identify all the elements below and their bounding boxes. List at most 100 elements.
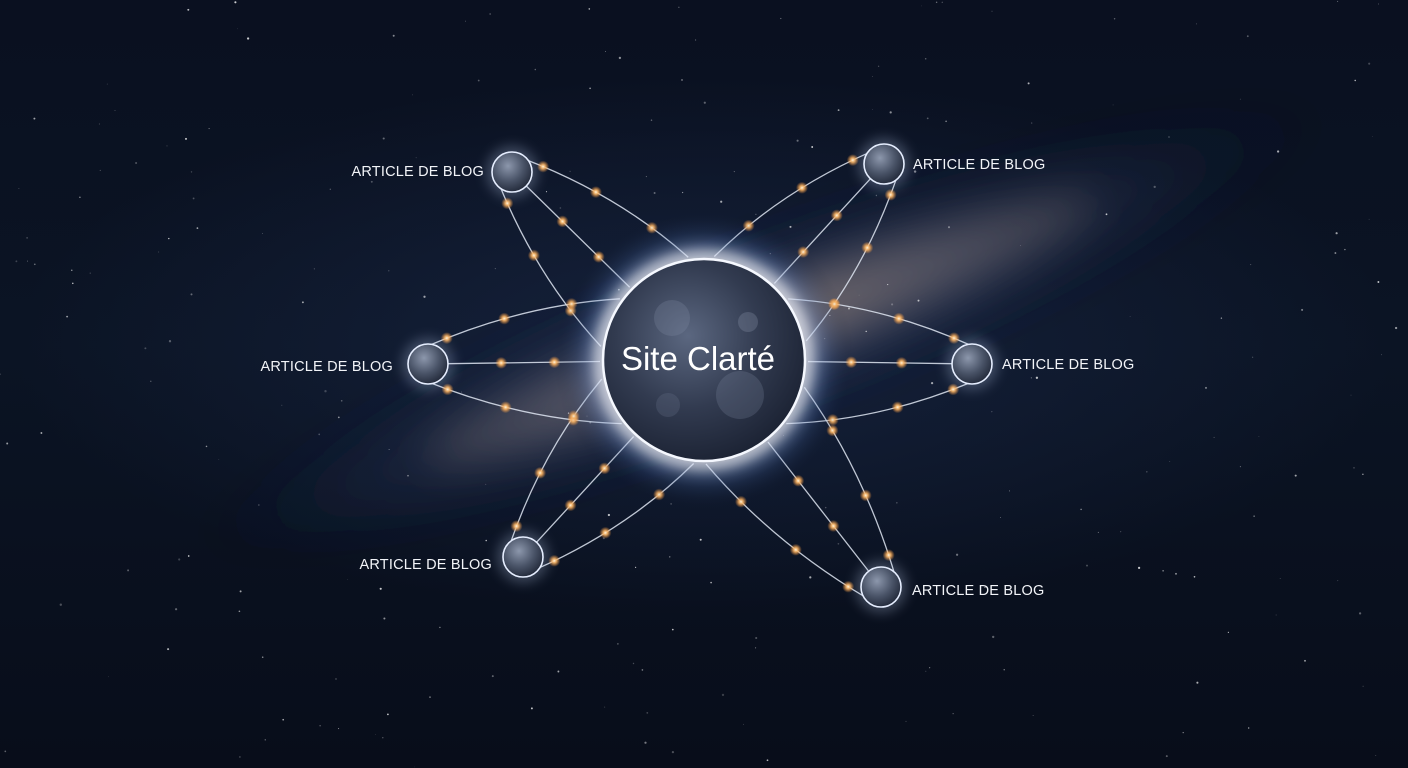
signal-dot [499, 401, 512, 414]
article-node-middle-right[interactable]: ARTICLE DE BLOG [946, 338, 1134, 390]
star [811, 146, 814, 148]
signal-dot [556, 215, 569, 228]
star [1165, 755, 1168, 758]
star [262, 233, 263, 234]
star [653, 192, 656, 194]
star [650, 119, 653, 121]
signal-dot [891, 401, 904, 414]
star [184, 137, 188, 140]
article-nodes: ARTICLE DE BLOG ARTICLE DE BLOG ARTICLE … [261, 138, 1134, 613]
article-node-bottom-left[interactable]: ARTICLE DE BLOG [360, 531, 549, 583]
star [218, 459, 220, 460]
star [607, 513, 611, 517]
signal-dot [789, 543, 802, 556]
star [234, 1, 237, 4]
article-label: ARTICLE DE BLOG [352, 164, 484, 180]
star [1204, 386, 1208, 389]
star [743, 723, 744, 725]
article-label: ARTICLE DE BLOG [360, 557, 492, 573]
star [877, 65, 880, 67]
star [889, 111, 892, 114]
star [858, 294, 860, 296]
star [952, 713, 954, 715]
star [1239, 466, 1241, 468]
star [1112, 104, 1114, 106]
star [703, 101, 706, 104]
star [917, 299, 920, 302]
star [79, 196, 81, 198]
star [721, 693, 725, 697]
star [699, 538, 702, 541]
star [991, 10, 993, 12]
star [1350, 394, 1352, 396]
star [557, 670, 560, 673]
star [632, 662, 635, 665]
star [809, 576, 812, 579]
star [461, 391, 462, 393]
star [106, 83, 108, 85]
star [926, 117, 929, 120]
star [604, 706, 606, 708]
star [1239, 98, 1241, 100]
signal-dot [827, 520, 840, 532]
star [1381, 354, 1382, 356]
star [491, 675, 494, 678]
star [1253, 515, 1255, 517]
star [789, 225, 792, 228]
star [329, 188, 331, 190]
star [545, 191, 548, 193]
article-node-middle-left[interactable]: ARTICLE DE BLOG [261, 338, 454, 390]
star [1258, 436, 1260, 437]
star [865, 330, 867, 333]
star [924, 58, 927, 60]
article-node-bottom-right[interactable]: ARTICLE DE BLOG [855, 561, 1044, 613]
star [205, 445, 208, 448]
moon-sphere-icon [502, 536, 544, 578]
star [1169, 461, 1171, 462]
star [1337, 0, 1339, 2]
signal-dot [440, 332, 453, 345]
star [991, 411, 993, 413]
star [913, 170, 917, 173]
star [935, 1, 938, 4]
star [766, 759, 769, 762]
star [347, 579, 349, 580]
star [59, 603, 62, 606]
star [66, 315, 69, 318]
signal-dot [796, 181, 808, 194]
star [337, 416, 340, 419]
star [1344, 248, 1346, 251]
star [1377, 281, 1380, 283]
star [1353, 467, 1355, 469]
star [168, 340, 172, 343]
star [646, 712, 649, 714]
star [178, 558, 181, 561]
signal-dot [498, 312, 511, 325]
moon-sphere-icon [863, 143, 905, 185]
star [1301, 308, 1304, 311]
star [644, 741, 647, 744]
star [1193, 575, 1196, 578]
star [1196, 681, 1199, 684]
star [1146, 471, 1148, 473]
star [929, 667, 931, 669]
star [534, 68, 537, 71]
signal-dot [599, 526, 612, 539]
star [1220, 317, 1223, 319]
star [1168, 136, 1170, 138]
star [1129, 316, 1131, 317]
star [187, 8, 190, 11]
star [1294, 474, 1297, 477]
article-node-top-right[interactable]: ARTICLE DE BLOG [858, 138, 1045, 190]
star [1275, 614, 1277, 616]
star [18, 187, 20, 189]
star [6, 442, 9, 445]
star [167, 648, 170, 651]
signal-dot [895, 356, 908, 369]
article-node-top-left[interactable]: ARTICLE DE BLOG [352, 146, 538, 198]
star [671, 628, 674, 631]
star [1246, 35, 1249, 38]
article-label: ARTICLE DE BLOG [1002, 357, 1134, 373]
star [559, 207, 562, 209]
star [1276, 150, 1280, 153]
